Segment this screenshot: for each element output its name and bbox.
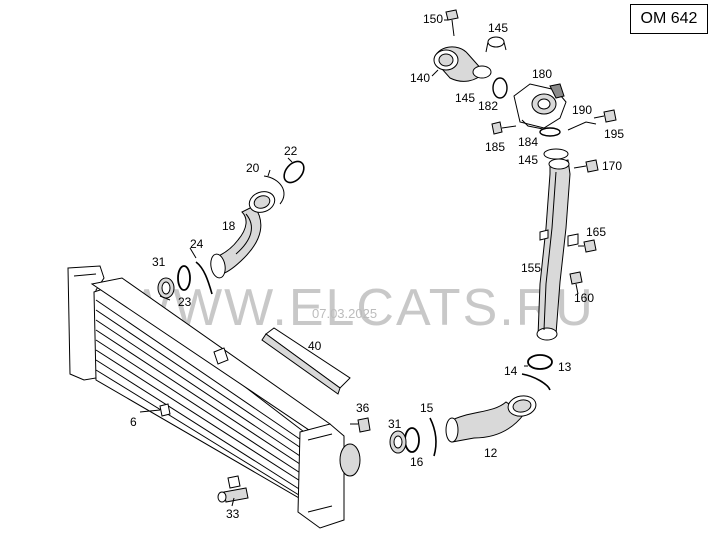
charge-air-pipe-155[interactable] [536,158,579,341]
bracket-190[interactable] [567,121,597,131]
callout-16[interactable]: 16 [410,455,424,469]
callout-180[interactable]: 180 [532,67,552,81]
callout-36[interactable]: 36 [356,401,370,415]
clamp-15[interactable] [429,417,437,457]
callout-6[interactable]: 6 [130,415,137,429]
seal-ring-16[interactable] [404,427,420,453]
callout-31-lower[interactable]: 31 [388,417,402,431]
seal-ring-23[interactable] [177,265,191,291]
watermark-date: 07.03.2025 [312,306,377,321]
hose-clamp-31-upper[interactable] [157,277,175,301]
callout-40[interactable]: 40 [308,339,322,353]
intercooler-6[interactable] [67,265,361,529]
bolt-195[interactable] [593,109,617,123]
charge-air-hose-18[interactable] [209,188,278,279]
callout-145-mid[interactable]: 145 [455,91,475,105]
callout-182[interactable]: 182 [478,99,498,113]
callout-160[interactable]: 160 [574,291,594,305]
callout-195[interactable]: 195 [604,127,624,141]
callout-145-top[interactable]: 145 [488,21,508,35]
callout-150[interactable]: 150 [423,12,443,26]
callout-24[interactable]: 24 [190,237,204,251]
seal-ring-182[interactable] [492,77,508,99]
bolt-170[interactable] [573,159,599,173]
callout-33[interactable]: 33 [226,507,240,521]
callout-20[interactable]: 20 [246,161,260,175]
hose-clamp-31-lower[interactable] [389,430,407,454]
clamp-20[interactable] [263,175,285,205]
callout-18[interactable]: 18 [222,219,236,233]
callout-23[interactable]: 23 [178,295,192,309]
callout-170[interactable]: 170 [602,159,622,173]
seal-ring-184[interactable] [539,127,561,137]
callout-165[interactable]: 165 [586,225,606,239]
sensor-36[interactable] [350,417,371,433]
seal-strip-40[interactable] [261,327,351,395]
seal-ring-13[interactable] [527,354,553,370]
clamp-24[interactable] [195,261,213,295]
callout-185[interactable]: 185 [485,140,505,154]
watermark-text: WWW.ELCATS.RU [122,279,595,337]
throttle-valve-180[interactable] [513,83,567,131]
callout-155[interactable]: 155 [521,261,541,275]
callout-31-upper[interactable]: 31 [152,255,166,269]
callout-14[interactable]: 14 [504,364,518,378]
callout-184[interactable]: 184 [518,135,538,149]
callout-22[interactable]: 22 [284,144,298,158]
callout-13[interactable]: 13 [558,360,572,374]
clamp-14[interactable] [521,373,551,391]
callout-15[interactable]: 15 [420,401,434,415]
bolt-185[interactable] [491,121,517,135]
model-label: OM 642 [630,4,708,34]
callout-12[interactable]: 12 [484,446,498,460]
callout-190[interactable]: 190 [572,103,592,117]
callout-140[interactable]: 140 [410,71,430,85]
hose-clamp-145-lower[interactable] [543,148,569,160]
seal-ring-22[interactable] [280,158,308,187]
plug-33[interactable] [217,487,249,503]
hose-clamp-145-top[interactable] [485,36,507,53]
leader-lines [139,19,528,507]
callout-145-lower[interactable]: 145 [518,153,538,167]
bolt-160[interactable] [569,271,583,295]
bolt-165[interactable] [578,239,597,253]
bolt-150[interactable] [445,9,459,37]
charge-air-hose-12[interactable] [445,394,538,443]
hose-clamp-145-mid[interactable] [472,65,492,79]
